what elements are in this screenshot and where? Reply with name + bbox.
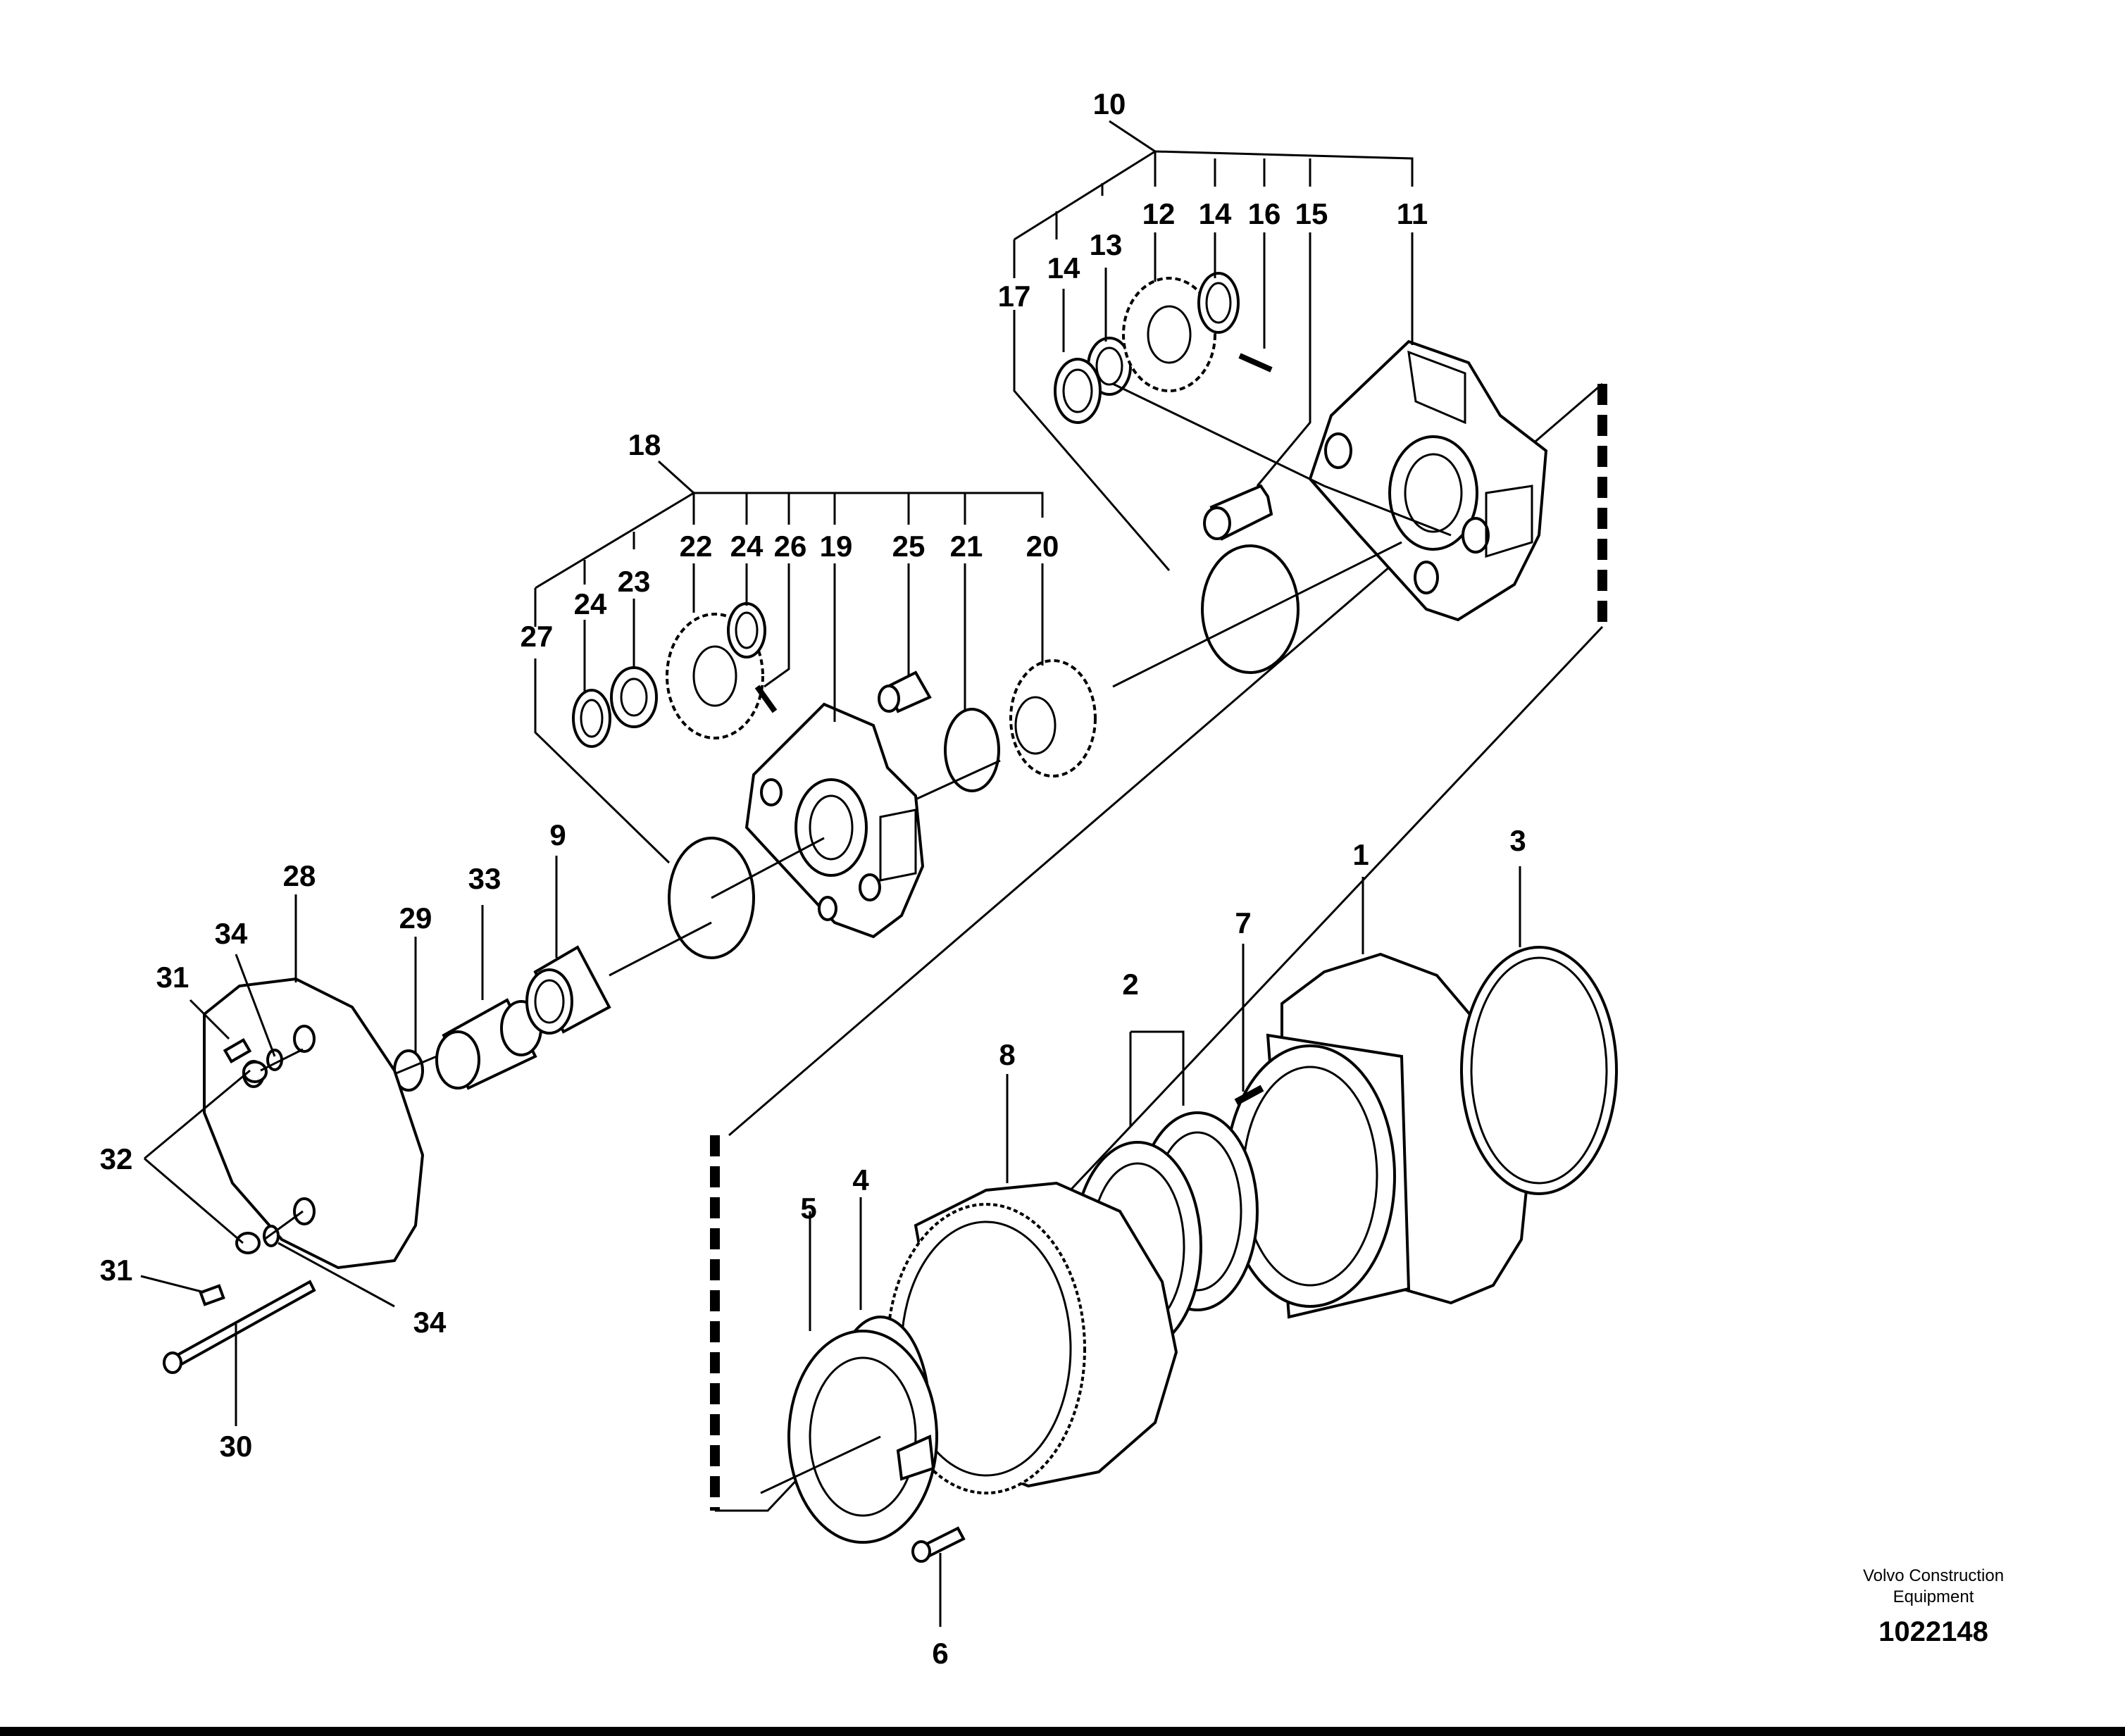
callouts: 10 12 14 16 15 11 17 14 13 18 22 24 26 1… (100, 87, 1526, 1670)
plug-32-bottom (235, 1232, 261, 1254)
callout-17: 17 (998, 280, 1031, 313)
callout-15: 15 (1295, 197, 1328, 230)
callout-27: 27 (521, 620, 554, 653)
bolt-30 (163, 1280, 316, 1374)
callout-9: 9 (549, 818, 566, 851)
callout-28: 28 (283, 859, 316, 892)
seal-3 (1460, 946, 1618, 1195)
callout-10: 10 (1093, 87, 1126, 120)
credit-block: Volvo Construction Equipment 1022148 (1863, 1566, 2004, 1647)
callout-6: 6 (932, 1637, 948, 1670)
callout-25: 25 (892, 530, 926, 563)
callout-8: 8 (999, 1038, 1015, 1071)
callout-21: 21 (950, 530, 983, 563)
carrier-19 (744, 702, 925, 939)
callout-24: 24 (730, 530, 764, 563)
callout-16: 16 (1248, 197, 1281, 230)
callout-12: 12 (1142, 197, 1176, 230)
document-number: 1022148 (1878, 1616, 1988, 1647)
cover-5 (787, 1330, 938, 1544)
pin-26 (754, 685, 778, 713)
callout-33: 33 (468, 862, 501, 895)
bolt-6 (911, 1526, 966, 1563)
callout-24: 24 (574, 587, 607, 620)
callout-34: 34 (413, 1306, 447, 1339)
bottom-rule (0, 1727, 2125, 1736)
bearing-23 (610, 666, 658, 728)
callout-31: 31 (100, 1254, 133, 1287)
callout-20: 20 (1026, 530, 1059, 563)
carrier-assembly-18 (572, 602, 1097, 959)
callout-7: 7 (1235, 906, 1251, 939)
callout-32: 32 (100, 1142, 133, 1175)
carrier-11 (1308, 339, 1548, 622)
callout-23: 23 (618, 565, 651, 598)
shaft-33 (435, 998, 542, 1090)
ring-21 (944, 708, 1000, 792)
callout-4: 4 (852, 1163, 869, 1197)
callout-18: 18 (628, 428, 661, 461)
plug-31-top (223, 1037, 252, 1064)
callout-2: 2 (1122, 968, 1138, 1001)
pin-7 (1234, 1085, 1264, 1106)
callout-19: 19 (820, 530, 853, 563)
callout-1: 1 (1352, 838, 1369, 871)
credit-equipment: Equipment (1893, 1587, 1974, 1606)
callout-22: 22 (680, 530, 713, 563)
credit-company: Volvo Construction (1863, 1566, 2004, 1585)
carrier-assembly-10 (1054, 272, 1548, 688)
leader-lines (140, 120, 1521, 1627)
callout-14: 14 (1199, 197, 1232, 230)
callout-30: 30 (220, 1430, 253, 1463)
plug-32-top (242, 1061, 268, 1083)
callout-34: 34 (215, 917, 248, 950)
bearing-9 (525, 945, 611, 1035)
callout-11: 11 (1397, 197, 1428, 230)
pin-16 (1238, 353, 1273, 373)
washer-24-left (572, 689, 611, 748)
pin-15 (1203, 484, 1273, 541)
housing-1 (1224, 952, 1531, 1319)
callout-14: 14 (1047, 251, 1080, 285)
gear-12 (1122, 277, 1216, 392)
ring-17 (1201, 544, 1300, 674)
callout-3: 3 (1509, 824, 1526, 857)
washer-14-left (1054, 358, 1102, 424)
cover-28 (203, 977, 425, 1270)
callout-29: 29 (399, 901, 432, 935)
gear-20 (1009, 659, 1097, 778)
plug-31-bottom (199, 1284, 225, 1306)
washer-24-right (727, 602, 766, 658)
callout-13: 13 (1090, 228, 1123, 261)
callout-5: 5 (800, 1192, 816, 1225)
callout-26: 26 (774, 530, 807, 563)
oring-34-bottom (263, 1225, 280, 1247)
pin-25 (878, 670, 932, 713)
washer-14-right (1197, 272, 1240, 334)
callout-31: 31 (156, 961, 189, 994)
